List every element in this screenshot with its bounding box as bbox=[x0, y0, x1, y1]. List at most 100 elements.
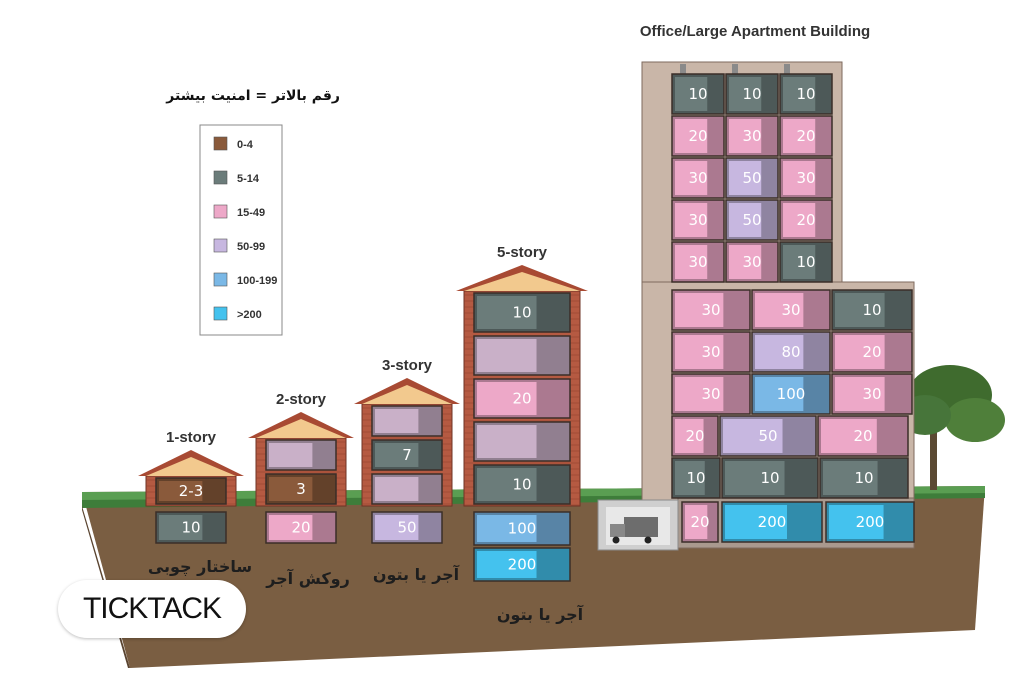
tower-basement-label: 200 bbox=[856, 513, 885, 531]
roof-vent bbox=[732, 64, 738, 74]
legend-label: 5-14 bbox=[237, 173, 260, 185]
tower-room-label: 10 bbox=[854, 469, 873, 487]
tower-room-wall bbox=[675, 377, 724, 411]
tower-room-wall bbox=[755, 293, 804, 327]
roof-inner bbox=[146, 457, 236, 476]
room-wall bbox=[477, 296, 537, 329]
room-wall bbox=[159, 481, 203, 501]
legend-label: 100-199 bbox=[237, 275, 277, 287]
room-wall bbox=[269, 443, 313, 467]
tower-room-wall bbox=[835, 335, 885, 369]
tower-basement-label: 200 bbox=[758, 513, 787, 531]
tower-room-wall bbox=[783, 77, 816, 111]
room-wall bbox=[477, 382, 537, 415]
room-wall bbox=[477, 468, 537, 501]
building-title: 1-story bbox=[166, 429, 217, 446]
tower-room-label: 20 bbox=[853, 427, 872, 445]
tower-room-label: 30 bbox=[688, 211, 707, 229]
tower-room-label: 10 bbox=[688, 85, 707, 103]
tower-room-wall bbox=[675, 203, 708, 237]
room-wall bbox=[269, 477, 313, 501]
tower-room-wall bbox=[729, 77, 762, 111]
building-caption: روکش آجر bbox=[265, 568, 350, 588]
room-wall bbox=[375, 409, 419, 433]
tower-room-label: 20 bbox=[796, 127, 815, 145]
tower-room-wall bbox=[835, 293, 885, 327]
room-wall bbox=[477, 425, 537, 458]
tower-basement-label: 20 bbox=[690, 513, 709, 531]
tower-room-wall bbox=[823, 461, 878, 495]
tower-room-label: 30 bbox=[701, 301, 720, 319]
tower-room-label: 30 bbox=[781, 301, 800, 319]
tower-room-wall bbox=[675, 335, 724, 369]
building-title: 5-story bbox=[497, 244, 548, 261]
tower-room-label: 10 bbox=[686, 469, 705, 487]
brand-logo: TICKTACK bbox=[58, 580, 246, 638]
tower-room-label: 20 bbox=[685, 427, 704, 445]
tower-room-wall bbox=[729, 161, 762, 195]
tower-room-label: 10 bbox=[862, 301, 881, 319]
tower-room-wall bbox=[729, 119, 762, 153]
tower-room-label: 30 bbox=[701, 343, 720, 361]
logo-text: TICKTACK bbox=[82, 592, 222, 625]
tower-room-label: 50 bbox=[742, 211, 761, 229]
tower-room-wall bbox=[675, 119, 708, 153]
basement-wall bbox=[477, 551, 537, 578]
room-wall bbox=[375, 443, 419, 467]
tower-room-label: 30 bbox=[742, 127, 761, 145]
tower-room-wall bbox=[835, 377, 885, 411]
tower-room-wall bbox=[783, 161, 816, 195]
tower-room-label: 20 bbox=[862, 343, 881, 361]
tower-room-label: 20 bbox=[688, 127, 707, 145]
tower-room-label: 30 bbox=[862, 385, 881, 403]
tower-room-wall bbox=[729, 203, 762, 237]
tower-room-label: 80 bbox=[781, 343, 800, 361]
room-wall bbox=[375, 477, 419, 501]
basement-label: 20 bbox=[291, 519, 310, 537]
legend-swatch bbox=[213, 170, 228, 185]
tower-basement-wall bbox=[829, 505, 884, 539]
tower-room-wall bbox=[821, 419, 877, 453]
legend-label: >200 bbox=[237, 309, 262, 321]
roof-vent bbox=[680, 64, 686, 74]
legend-swatch bbox=[213, 272, 228, 287]
tower-room-wall bbox=[675, 293, 724, 327]
room-label: 10 bbox=[512, 304, 531, 322]
basement-label: 100 bbox=[508, 520, 537, 538]
tower-room-wall bbox=[755, 335, 804, 369]
legend-swatch bbox=[213, 306, 228, 321]
building-caption: آجر یا بتون bbox=[497, 604, 584, 624]
tower-room-wall bbox=[675, 461, 705, 495]
basement-wall bbox=[159, 515, 203, 540]
building-title: 2-story bbox=[276, 391, 327, 408]
tower-room-wall bbox=[783, 203, 816, 237]
basement-label: 10 bbox=[181, 519, 200, 537]
room-label: 20 bbox=[512, 390, 531, 408]
room-label: 7 bbox=[402, 446, 412, 464]
tower-title: Office/Large Apartment Building bbox=[640, 23, 870, 40]
tower-room-label: 10 bbox=[796, 253, 815, 271]
tower-room-wall bbox=[723, 419, 783, 453]
tower-room-wall bbox=[725, 461, 785, 495]
legend-swatch bbox=[213, 204, 228, 219]
roof-vent bbox=[784, 64, 790, 74]
tower-room-label: 50 bbox=[742, 169, 761, 187]
legend-label: 50-99 bbox=[237, 241, 265, 253]
building-caption: ساختار چوبی bbox=[148, 557, 252, 577]
tower-room-label: 30 bbox=[742, 253, 761, 271]
roof-inner bbox=[256, 419, 346, 438]
roof-inner bbox=[362, 385, 452, 404]
tower-room-wall bbox=[675, 419, 704, 453]
tower-room-wall bbox=[675, 161, 708, 195]
tower-room-label: 10 bbox=[742, 85, 761, 103]
tower-room-label: 30 bbox=[701, 385, 720, 403]
tower-room-label: 10 bbox=[796, 85, 815, 103]
tower-room-wall bbox=[783, 119, 816, 153]
tower-room-wall bbox=[675, 77, 708, 111]
